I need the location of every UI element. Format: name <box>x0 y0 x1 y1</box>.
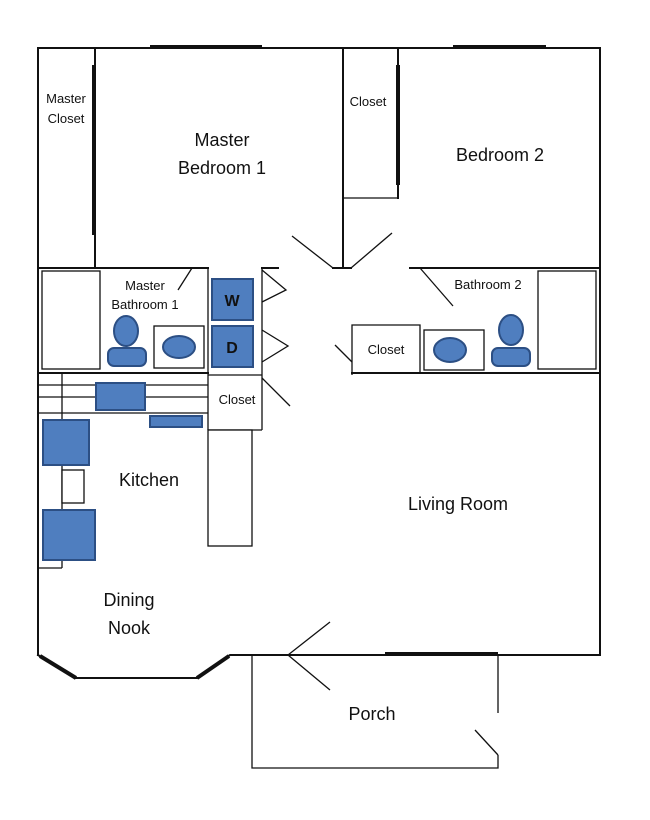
label-bathroom-2: Bathroom 2 <box>454 277 521 292</box>
label-dining-1: Dining <box>103 590 154 610</box>
label-master-bath-1: Master <box>125 278 165 293</box>
washer-icon <box>211 278 254 321</box>
label-closet-laundry: Closet <box>219 392 256 407</box>
label-master-closet-1: Master <box>46 91 86 106</box>
master-bathroom <box>37 267 209 375</box>
label-washer: W <box>224 293 240 310</box>
laundry <box>207 268 291 431</box>
porch <box>251 621 499 769</box>
bedroom-walls <box>37 47 601 269</box>
toilet-2-icon <box>498 314 524 346</box>
label-master-closet-2: Closet <box>48 111 85 126</box>
toilet-master-icon <box>113 315 139 347</box>
sink-master-icon <box>162 335 196 359</box>
label-master-bath-2: Bathroom 1 <box>111 297 178 312</box>
label-closet-top: Closet <box>350 94 387 109</box>
label-master-bedroom-1: Master <box>194 130 249 150</box>
bathroom-2 <box>334 267 601 375</box>
label-porch: Porch <box>348 704 395 724</box>
sink-2-icon <box>433 337 467 363</box>
label-kitchen: Kitchen <box>119 470 179 490</box>
windows <box>38 45 546 680</box>
refrigerator-icon <box>42 509 96 561</box>
kitchen-sink-icon <box>95 382 146 411</box>
stove-icon <box>42 419 90 466</box>
kitchen-fixtures <box>38 373 253 569</box>
label-dining-2: Nook <box>108 618 151 638</box>
label-bedroom-2: Bedroom 2 <box>456 145 544 165</box>
label-dryer: D <box>226 340 238 357</box>
label-closet-hall: Closet <box>368 342 405 357</box>
label-master-bedroom-2: Bedroom 1 <box>178 158 266 178</box>
labels: Master Closet Master Bedroom 1 Closet Be… <box>46 91 544 724</box>
dishwasher-icon <box>149 415 203 428</box>
dryer-icon <box>211 325 254 368</box>
label-living-room: Living Room <box>408 494 508 514</box>
